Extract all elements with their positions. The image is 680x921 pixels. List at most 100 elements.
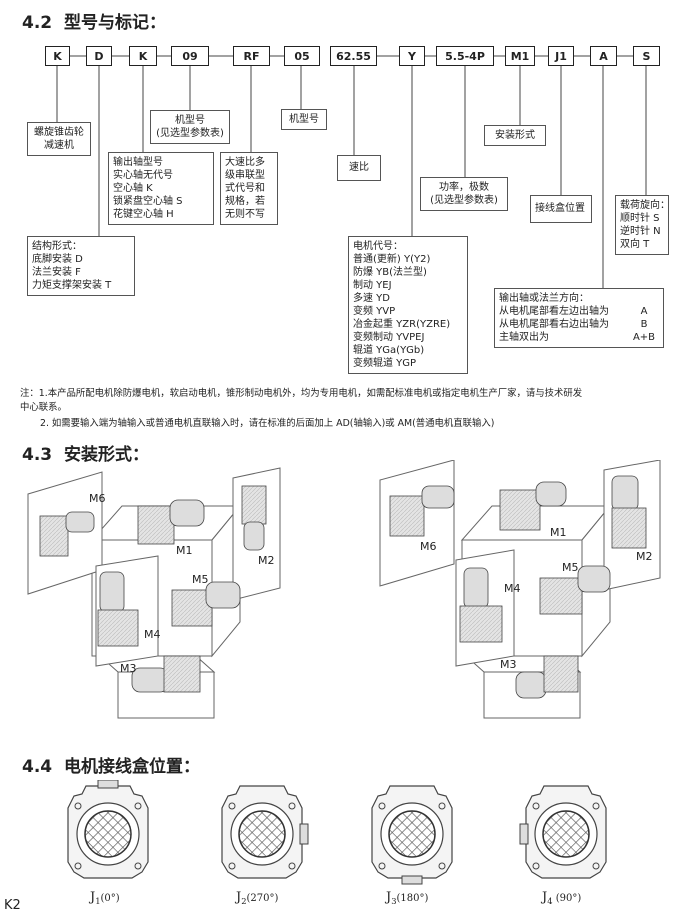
code-k-series: K <box>45 46 70 66</box>
junction-label-j2: J2(270°) <box>236 890 278 906</box>
dir-text: 主轴双出为 <box>499 332 549 343</box>
line: 辊道 YGa(YGb) <box>353 345 425 356</box>
line: 顺时针 S <box>620 213 660 224</box>
mount-label-m1-left: M1 <box>176 544 193 557</box>
desc-output-shaft: 输出轴型号 实心轴无代号 空心轴 K 锁紧盘空心轴 S 花键空心轴 H <box>108 152 214 225</box>
j-subscript: 1 <box>95 896 101 906</box>
code-power-poles: 5.5-4P <box>436 46 494 66</box>
mount-label-m5-left: M5 <box>192 573 209 586</box>
line: 输出轴或法兰方向： <box>499 293 589 304</box>
j-angle: (180°) <box>396 893 429 904</box>
mount-cube-right <box>379 460 661 719</box>
section-title: 电机接线盒位置： <box>64 757 201 777</box>
j-angle: (0°) <box>100 893 120 904</box>
section-title: 安装形式： <box>64 445 150 465</box>
j-angle: (90°) <box>552 893 582 904</box>
junction-label-j1: J1(0°) <box>90 890 120 906</box>
junction-view-j4 <box>519 785 607 879</box>
desc-motor-code: 电机代号： 普通(更新) Y(Y2) 防爆 YB(法兰型) 制动 YEJ 多速 … <box>348 236 468 374</box>
line: 减速机 <box>44 140 74 151</box>
line: (见选型参数表) <box>156 128 224 139</box>
line: 电机代号： <box>353 241 403 252</box>
line: 变频制动 YVPEJ <box>353 332 425 343</box>
mount-cube-left <box>27 467 281 719</box>
note-2: 2. 如需要输入端为轴输入或普通电机直联输入时，请在标准的后面加上 AD(轴输入… <box>40 418 495 429</box>
line: 空心轴 K <box>113 183 153 194</box>
junction-box-views <box>67 780 607 885</box>
line: 输出轴型号 <box>113 157 163 168</box>
junction-view-j1 <box>67 780 149 879</box>
dir-code: A+B <box>632 332 656 343</box>
j-subscript: 3 <box>391 896 397 906</box>
model-connector-lines <box>56 55 647 288</box>
code-m1-mount: M1 <box>505 46 535 66</box>
note-1-continued: 中心联系。 <box>20 402 67 413</box>
dir-row: 主轴双出为 A+B <box>499 331 659 344</box>
section-number: 4.2 <box>22 13 53 33</box>
desc-output-direction: 输出轴或法兰方向： 从电机尾部看左边出轴为 A 从电机尾部看右边出轴为 B 主轴… <box>494 288 664 348</box>
mount-label-m4-left: M4 <box>144 628 161 641</box>
j-symbol: J <box>386 890 392 905</box>
junction-view-j2 <box>221 785 309 879</box>
code-05-size: 05 <box>284 46 320 66</box>
line: 变频 YVP <box>353 306 396 317</box>
junction-label-j4: J4 (90°) <box>542 890 581 906</box>
line: 力矩支撑架安装 T <box>32 280 112 291</box>
page-footer-label: K2 <box>4 898 21 913</box>
code-a-direction: A <box>590 46 617 66</box>
section-number: 4.3 <box>22 445 53 465</box>
dir-code: B <box>640 319 648 330</box>
j-symbol: J <box>542 890 548 905</box>
line: 逆时针 N <box>620 226 661 237</box>
junction-label-j3: J3(180°) <box>386 890 428 906</box>
section-4-2-heading: 4.2 型号与标记： <box>22 8 166 33</box>
line: 速比 <box>349 162 369 173</box>
dir-code: A <box>640 306 648 317</box>
desc-big-ratio: 大速比多 级串联型 式代号和 规格，若 无则不写 <box>220 152 278 225</box>
code-d-structure: D <box>86 46 112 66</box>
line: 结构形式： <box>32 241 82 252</box>
line: 花键空心轴 H <box>113 209 174 220</box>
desc-mount: 安装形式 <box>484 125 546 146</box>
line: 法兰安装 F <box>32 267 81 278</box>
mounting-position-diagrams: M6 M1 M2 M5 M4 M3 M6 M1 M2 M5 M4 M3 <box>27 460 661 719</box>
code-rf-combo: RF <box>233 46 270 66</box>
code-j1-junction: J1 <box>548 46 574 66</box>
desc-base-size: 机型号 (见选型参数表) <box>150 110 230 144</box>
line: 功率，极数 <box>439 182 489 193</box>
line: 防爆 YB(法兰型) <box>353 267 427 278</box>
desc-power: 功率，极数 (见选型参数表) <box>420 177 508 211</box>
note-1: 注：1.本产品所配电机除防爆电机，软启动电机，锥形制动电机外，均为专用电机，如需… <box>20 388 583 399</box>
dir-text: 从电机尾部看左边出轴为 <box>499 306 609 317</box>
line: 无则不写 <box>225 209 265 220</box>
line: 接线盒位置 <box>535 203 585 214</box>
line: 双向 T <box>620 239 650 250</box>
mount-label-m6-left: M6 <box>89 492 106 505</box>
j-angle: (270°) <box>246 893 279 904</box>
mount-label-m3-right: M3 <box>500 658 517 671</box>
j-symbol: J <box>236 890 242 905</box>
line: 底脚安装 D <box>32 254 83 265</box>
mount-label-m2-right: M2 <box>636 550 653 563</box>
section-4-3-heading: 4.3 安装形式： <box>22 440 149 465</box>
j-subscript: 2 <box>241 896 247 906</box>
mount-label-m4-right: M4 <box>504 582 521 595</box>
line: 普通(更新) Y(Y2) <box>353 254 431 265</box>
mount-label-m2-left: M2 <box>258 554 275 567</box>
dir-row: 从电机尾部看右边出轴为 B <box>499 318 659 331</box>
mount-label-m1-right: M1 <box>550 526 567 539</box>
mount-label-m6-right: M6 <box>420 540 437 553</box>
code-k-output: K <box>129 46 157 66</box>
line: 实心轴无代号 <box>113 170 173 181</box>
section-number: 4.4 <box>22 757 53 777</box>
mount-label-m3-left: M3 <box>120 662 137 675</box>
line: 冶金起重 YZR(YZRE) <box>353 319 451 330</box>
desc-ratio: 速比 <box>337 155 381 181</box>
line: 大速比多 <box>225 157 265 168</box>
j-subscript: 4 <box>547 896 553 906</box>
desc-load-direction: 载荷旋向： 顺时针 S 逆时针 N 双向 T <box>615 195 670 255</box>
mount-label-m5-right: M5 <box>562 561 579 574</box>
line: 规格，若 <box>225 196 265 207</box>
line: 安装形式 <box>495 130 535 141</box>
section-title: 型号与标记： <box>64 13 167 33</box>
